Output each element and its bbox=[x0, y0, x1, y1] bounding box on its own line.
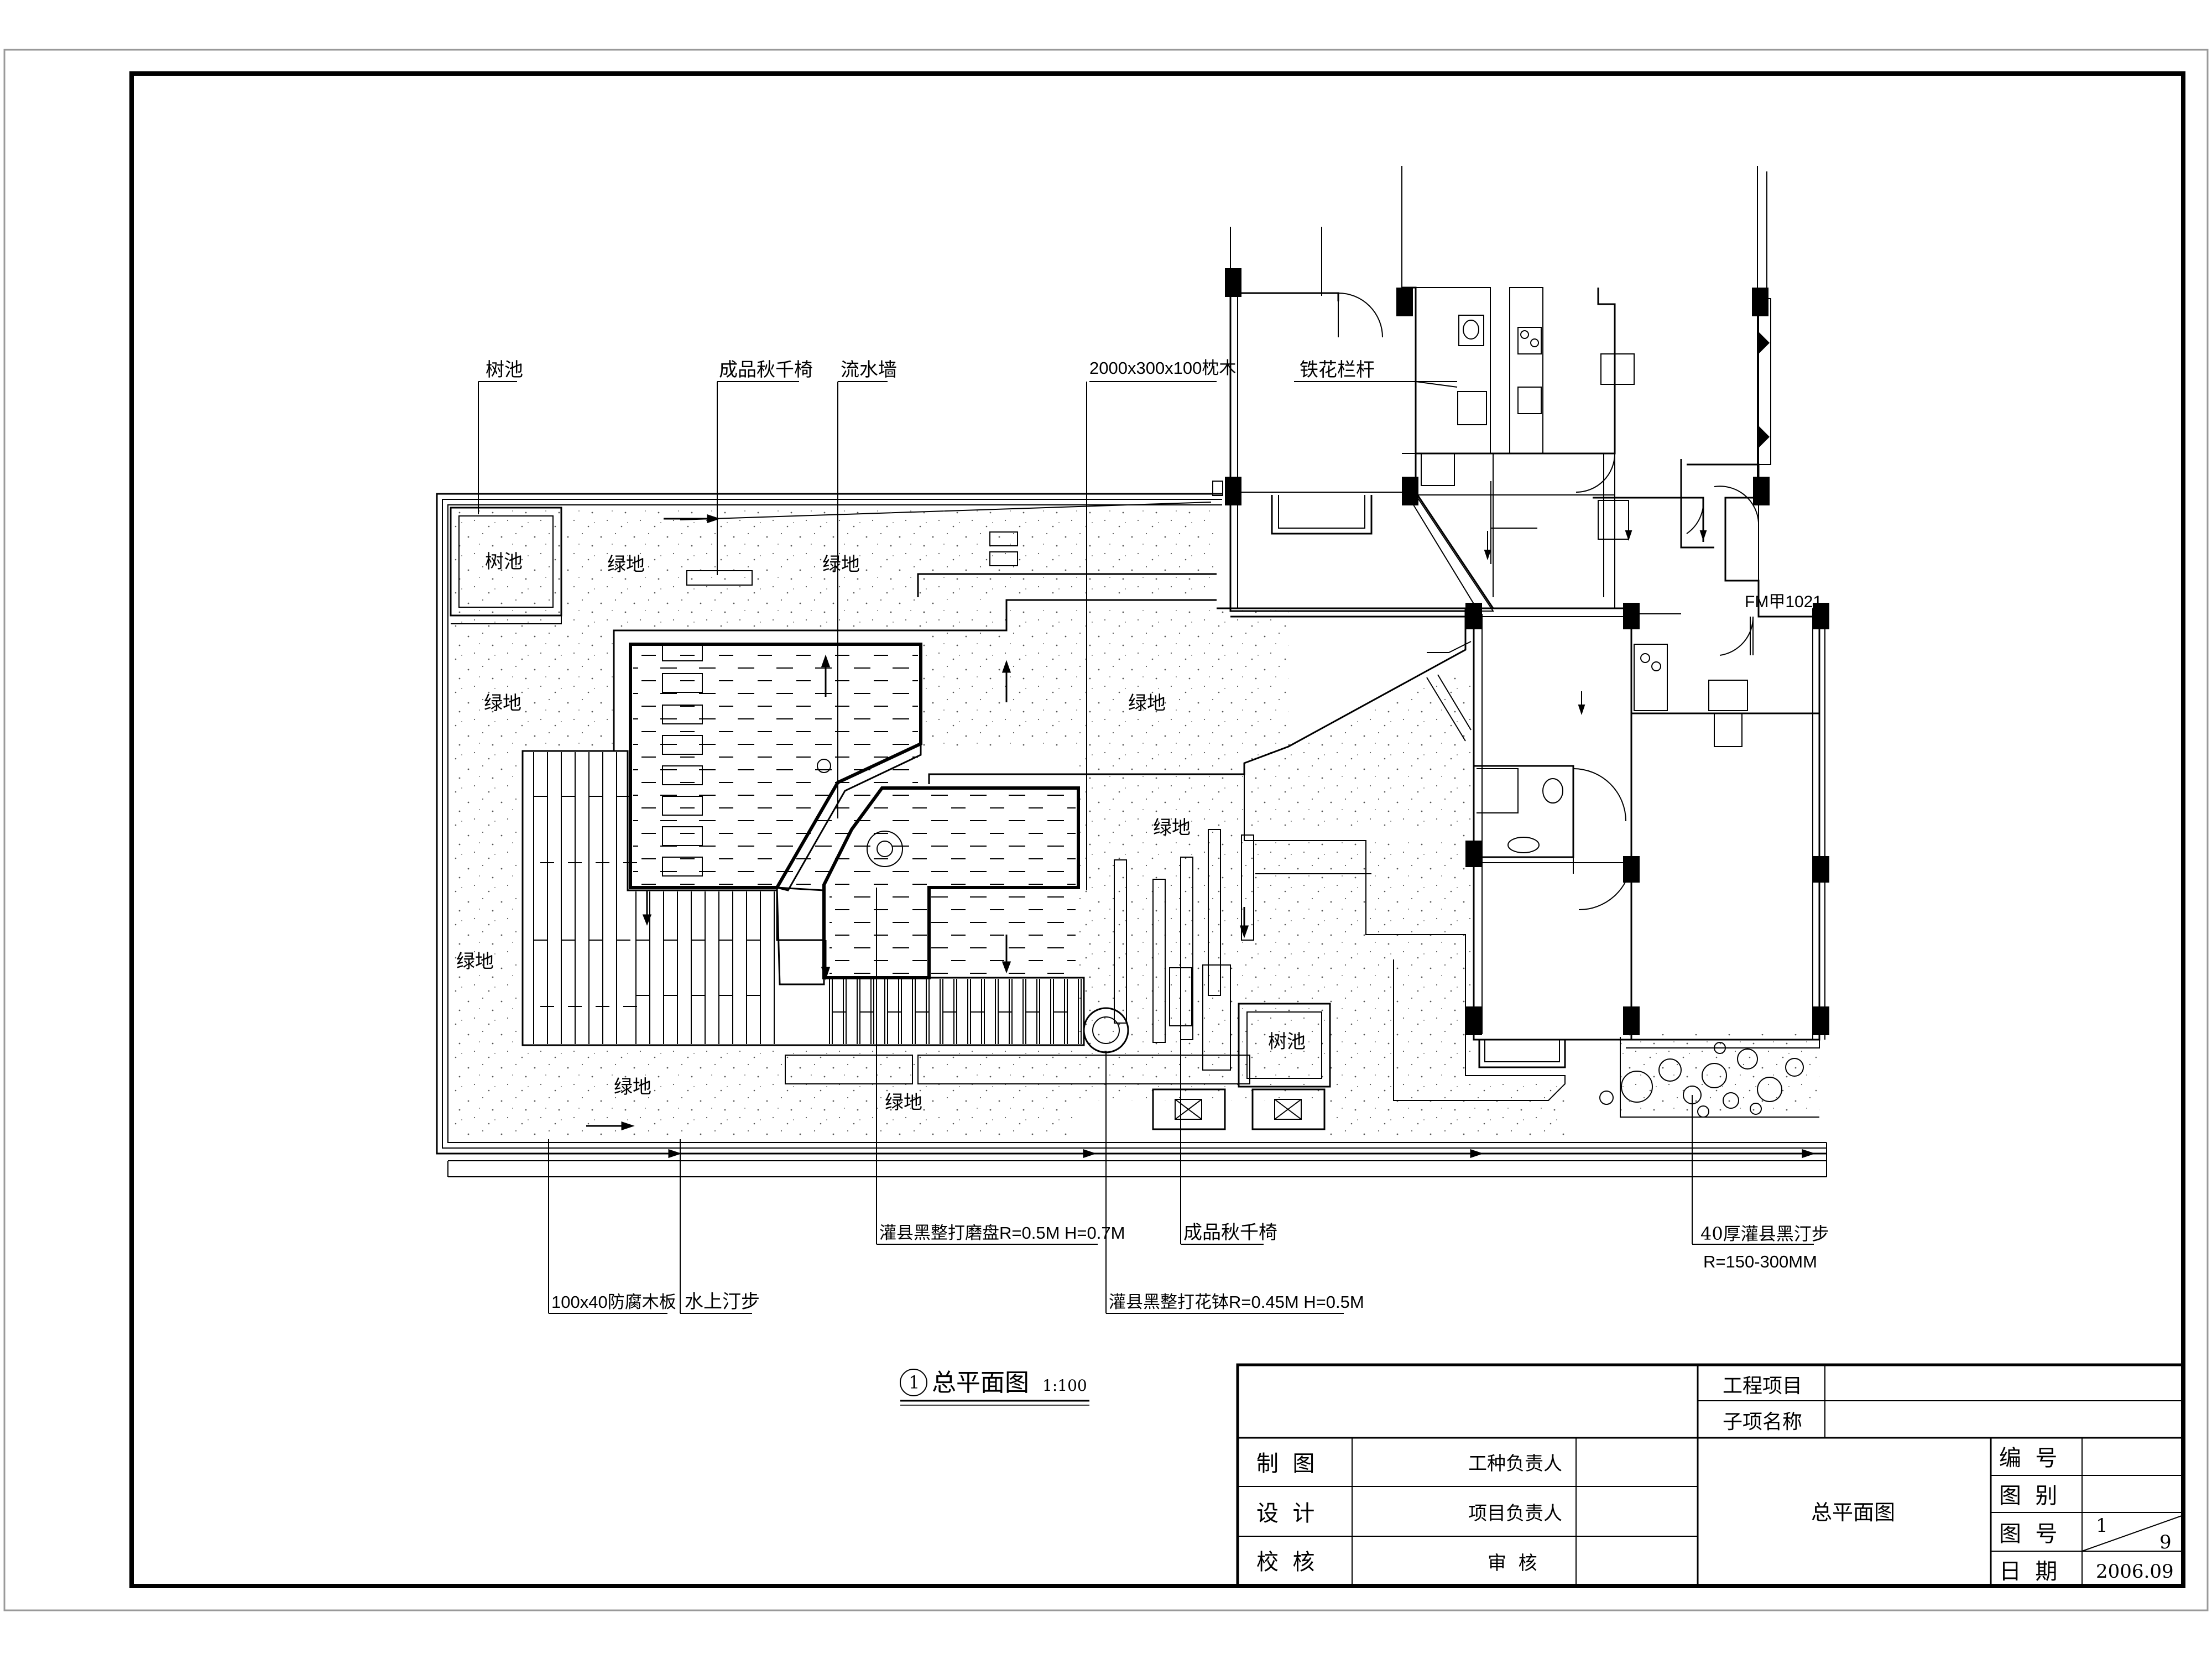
area-green-1: 绿地 bbox=[607, 554, 645, 576]
water-feature bbox=[629, 643, 1249, 985]
label-water-step: 水上汀步 bbox=[685, 1291, 760, 1313]
sheet-outer-border bbox=[3, 49, 2209, 1611]
structural-columns bbox=[1225, 268, 1829, 1035]
label-swing-chair-top: 成品秋千椅 bbox=[719, 359, 813, 381]
lawn-areas bbox=[451, 508, 1565, 1139]
label-door-tag: FM甲1021 bbox=[1745, 593, 1822, 611]
area-green-5: 绿地 bbox=[1153, 817, 1191, 839]
label-stepping-size: R=150-300MM bbox=[1703, 1252, 1817, 1271]
label-tree-pit: 树池 bbox=[486, 359, 523, 381]
tb-check: 校 核 bbox=[1256, 1550, 1314, 1575]
title-block: 工程项目 子项名称 制 图 设 计 校 核 工种负责人 项目负责人 审 核 总平… bbox=[1236, 1363, 2185, 1588]
tb-review: 审 核 bbox=[1488, 1552, 1537, 1574]
drawing-title: 1 总平面图 1:100 bbox=[900, 1369, 1089, 1406]
drawing-scale: 1:100 bbox=[1042, 1376, 1087, 1395]
label-stepping-stone: 40厚灌县黑汀步 bbox=[1700, 1223, 1829, 1244]
label-iron-rail: 铁花栏杆 bbox=[1300, 359, 1375, 381]
label-swing-chair-bottom: 成品秋千椅 bbox=[1183, 1222, 1277, 1244]
paving-paths bbox=[613, 531, 1566, 1101]
tb-sheet-num: 1 bbox=[2096, 1515, 2108, 1537]
tb-drawn: 制 图 bbox=[1256, 1451, 1314, 1477]
callout-labels-bottom: 灌县黑整打磨盘R=0.5M H=0.7M 成品秋千椅 40厚灌县黑汀步 R=15… bbox=[551, 1222, 1829, 1313]
tb-project-label: 工程项目 bbox=[1723, 1375, 1802, 1397]
building-arrows bbox=[1484, 514, 1707, 716]
stepping-stones bbox=[1599, 1034, 1819, 1118]
label-wood-board: 100x40防腐木板 bbox=[551, 1292, 676, 1312]
planter-boxes bbox=[1152, 1088, 1326, 1130]
tb-code-label: 编 号 bbox=[1999, 1446, 2057, 1471]
area-tree-pit-2: 树池 bbox=[1268, 1031, 1306, 1053]
callout-leaders bbox=[478, 381, 1814, 1314]
tb-drawing-name: 总平面图 bbox=[1811, 1500, 1895, 1525]
site-boundary bbox=[436, 481, 1827, 1177]
tb-date-label: 日 期 bbox=[1999, 1559, 2057, 1584]
drawing-number: 1 bbox=[909, 1372, 920, 1393]
tb-sheet-total: 9 bbox=[2159, 1531, 2172, 1553]
sheet-inner-border bbox=[129, 71, 2185, 1588]
drawing-name: 总平面图 bbox=[932, 1369, 1029, 1397]
label-sleeper: 2000x300x100枕木 bbox=[1089, 358, 1236, 378]
area-labels: 树池 树池 绿地 绿地 绿地 绿地 绿地 绿地 绿地 绿地 bbox=[456, 551, 1306, 1114]
area-green-4: 绿地 bbox=[1128, 692, 1166, 714]
stepping-bars bbox=[1114, 829, 1254, 1071]
tb-sheet-label: 图 号 bbox=[1999, 1521, 2057, 1547]
tb-subitem-label: 子项名称 bbox=[1723, 1411, 1802, 1433]
tb-trade-lead: 工种负责人 bbox=[1468, 1453, 1562, 1475]
callout-labels-top: 树池 成品秋千椅 流水墙 2000x300x100枕木 铁花栏杆 FM甲1021 bbox=[486, 358, 1822, 611]
tree-pit-top-left bbox=[450, 507, 562, 624]
tb-category-label: 图 别 bbox=[1999, 1483, 2057, 1509]
area-tree-pit-1: 树池 bbox=[485, 551, 523, 573]
tb-project-lead: 项目负责人 bbox=[1468, 1503, 1562, 1525]
area-green-2: 绿地 bbox=[822, 554, 860, 576]
area-green-7: 绿地 bbox=[614, 1076, 651, 1098]
area-green-6: 绿地 bbox=[456, 951, 494, 973]
label-flower-bowl: 灌县黑整打花钵R=0.45M H=0.5M bbox=[1109, 1292, 1364, 1312]
tb-date-value: 2006.09 bbox=[2096, 1561, 2174, 1583]
tree-pit-lower bbox=[1238, 1003, 1331, 1088]
area-green-8: 绿地 bbox=[885, 1092, 922, 1114]
label-water-wall: 流水墙 bbox=[841, 359, 897, 381]
tb-design: 设 计 bbox=[1256, 1501, 1314, 1526]
label-millstone: 灌县黑整打磨盘R=0.5M H=0.7M bbox=[879, 1223, 1125, 1243]
area-green-3: 绿地 bbox=[484, 692, 521, 714]
